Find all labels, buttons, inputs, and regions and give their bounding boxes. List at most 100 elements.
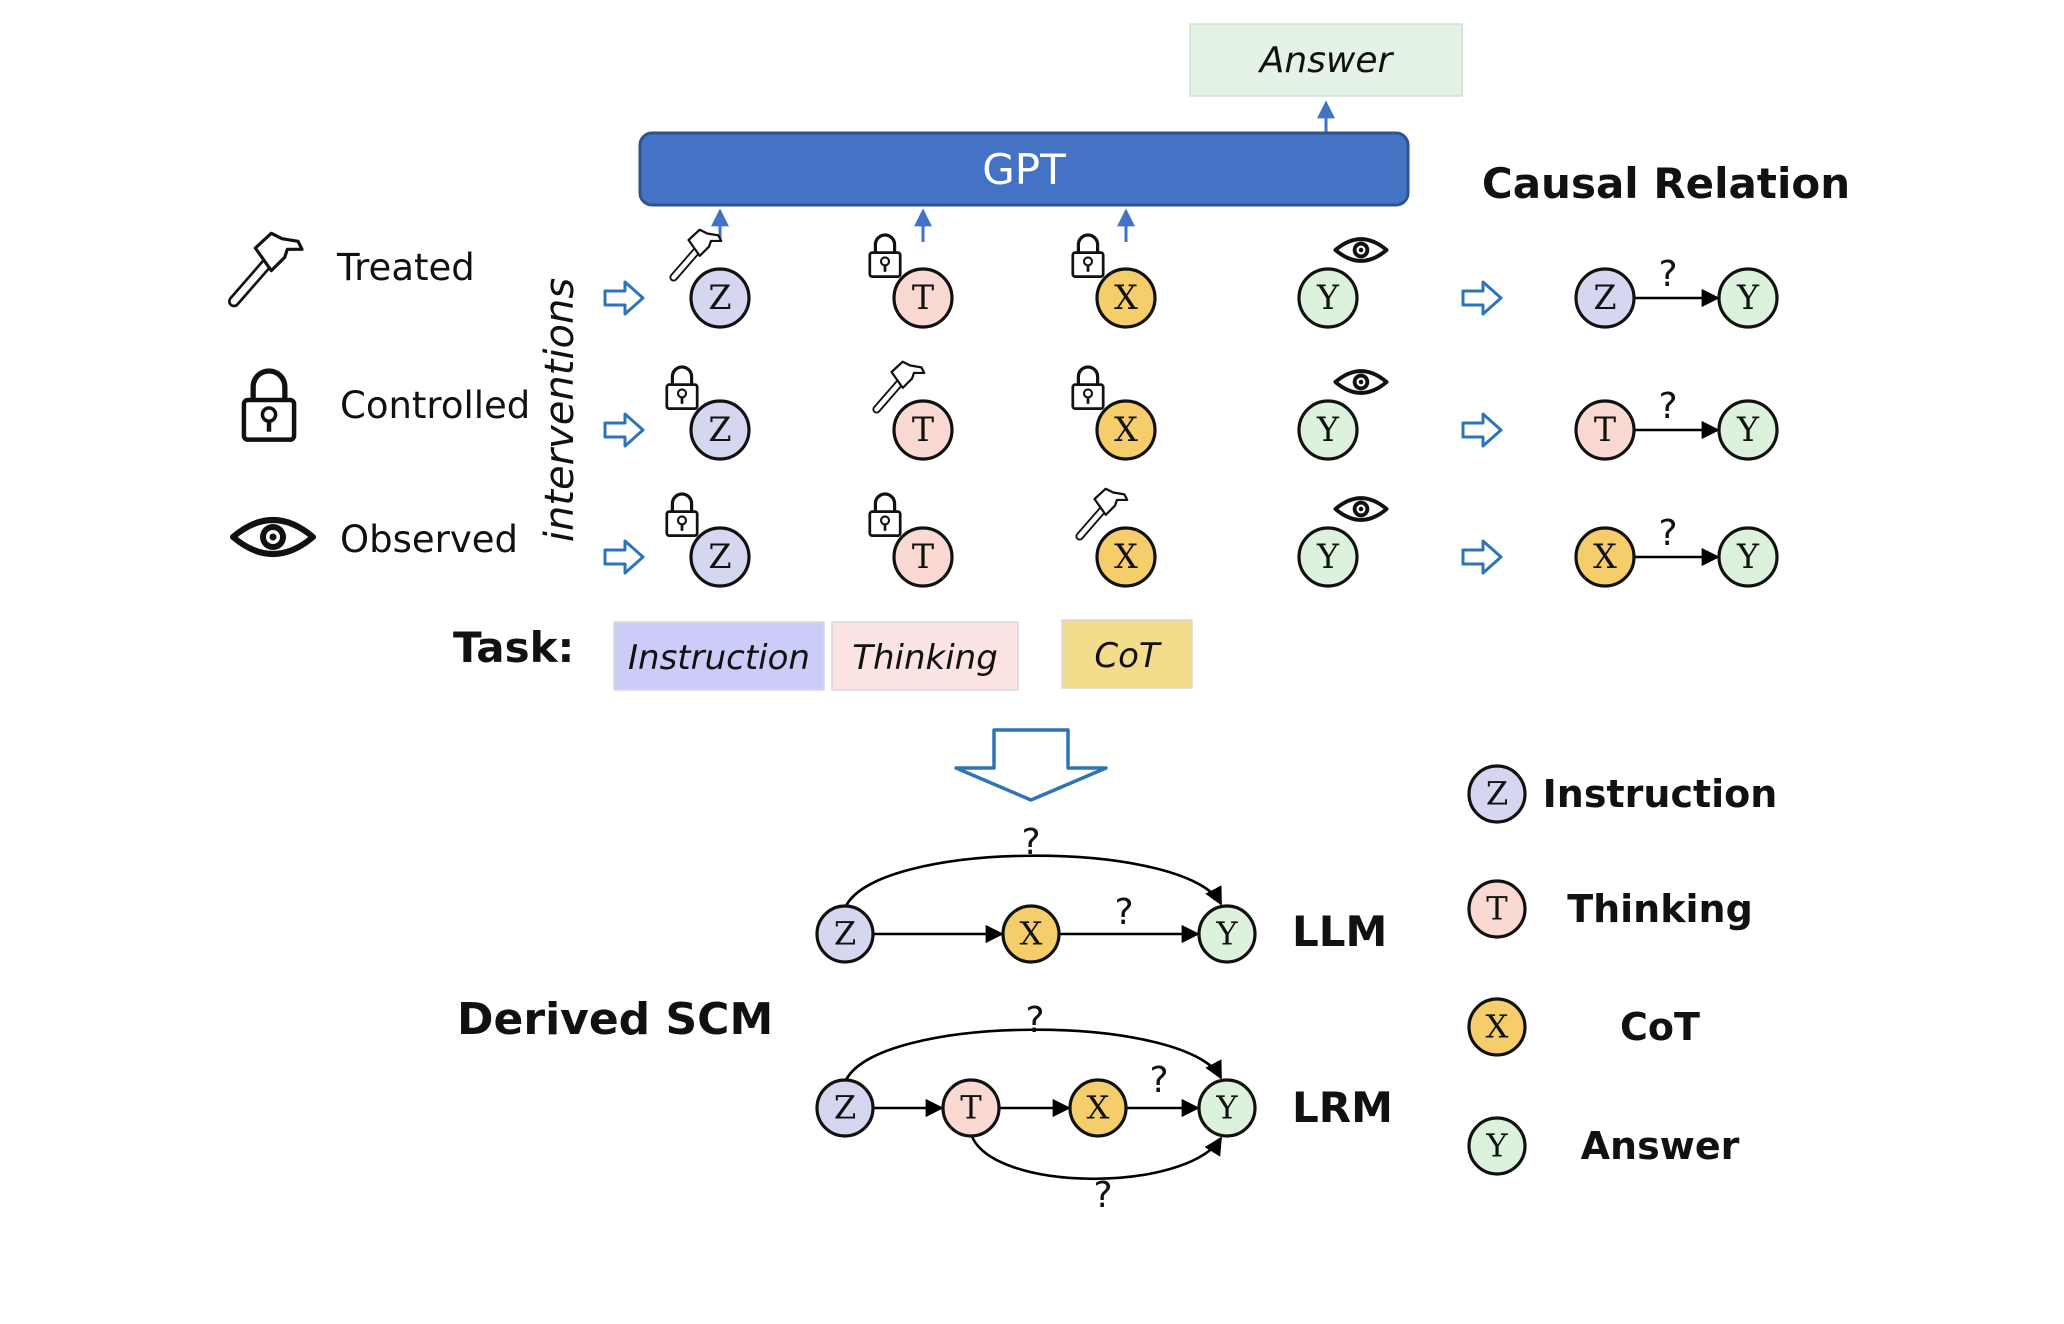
lrm-node-z-letter: Z — [834, 1089, 856, 1127]
legend-observed-label: Observed — [340, 518, 518, 561]
task-label: Task: — [453, 623, 574, 672]
relation-node-t-letter: T — [1594, 410, 1616, 449]
relation-node-x-circle — [1574, 526, 1636, 588]
legend-controlled-label: Controlled — [340, 384, 530, 427]
legend-node-y-circle — [1467, 1116, 1527, 1176]
llm-node-y-circle — [1197, 904, 1257, 964]
matrix-node-z-row-3: Z — [689, 526, 751, 588]
row-1-input-arrow — [603, 280, 645, 316]
lrm-node-y-letter: Y — [1215, 1089, 1238, 1127]
relation-question-mark: ? — [1658, 254, 1677, 295]
lock-icon — [868, 233, 902, 279]
task-box-label: Thinking — [852, 638, 998, 678]
matrix-node-x-row-1-circle — [1095, 267, 1157, 329]
legend-node-y-letter: Y — [1485, 1127, 1508, 1165]
relation-node-t-circle — [1574, 399, 1636, 461]
matrix-node-t-row-2: T — [892, 399, 954, 461]
matrix-node-y-row-1-circle — [1297, 267, 1359, 329]
llm-node-x-letter: X — [1020, 915, 1043, 953]
row-1-relation-arrow — [1461, 280, 1503, 316]
matrix-node-y-row-2: Y — [1297, 399, 1359, 461]
matrix-node-x-row-1-letter: X — [1114, 278, 1138, 317]
relation-node-y-row-3-letter: Y — [1736, 537, 1760, 576]
row-2-input-arrow — [603, 412, 645, 448]
matrix-node-x-row-2: X — [1095, 399, 1157, 461]
llm-node-z: Z — [815, 904, 875, 964]
llm-node-z-letter: Z — [834, 915, 856, 953]
lrm-node-z: Z — [815, 1078, 875, 1138]
llm-node-z-circle — [815, 904, 875, 964]
lrm-question-mark: ? — [1093, 1175, 1112, 1216]
derive-down-arrow — [954, 728, 1108, 802]
matrix-node-z-row-2-circle — [689, 399, 751, 461]
matrix-node-y-row-3-letter: Y — [1316, 537, 1340, 576]
llm-question-mark: ? — [1021, 822, 1040, 863]
matrix-node-x-row-1: X — [1095, 267, 1157, 329]
matrix-node-t-row-3: T — [892, 526, 954, 588]
legend-node-t: T — [1467, 879, 1527, 939]
matrix-node-x-row-2-circle — [1095, 399, 1157, 461]
matrix-node-y-row-3: Y — [1297, 526, 1359, 588]
matrix-node-t-row-2-letter: T — [912, 410, 934, 449]
llm-question-mark: ? — [1114, 892, 1133, 933]
lock-icon — [244, 371, 294, 440]
matrix-node-y-row-2-circle — [1297, 399, 1359, 461]
relation-node-x-letter: X — [1593, 537, 1617, 576]
lrm-edge-z-y — [843, 1028, 1223, 1083]
task-box-label: CoT — [1094, 636, 1162, 676]
relation-node-z-circle — [1574, 267, 1636, 329]
matrix-node-z-row-2: Z — [689, 399, 751, 461]
relation-node-y-row-2-letter: Y — [1736, 410, 1760, 449]
legend-node-x: X — [1467, 997, 1527, 1057]
relation-node-z-letter: Z — [1593, 278, 1616, 317]
llm-node-x-circle — [1001, 904, 1061, 964]
task-box-cot — [1061, 619, 1193, 689]
llm-node-y-letter: Y — [1215, 915, 1238, 953]
matrix-node-y-row-3-circle — [1297, 526, 1359, 588]
lrm-question-mark: ? — [1025, 1000, 1044, 1041]
relation-node-y-row-2: Y — [1717, 399, 1779, 461]
matrix-node-x-row-2-letter: X — [1114, 410, 1138, 449]
legend-node-z: Z — [1467, 764, 1527, 824]
legend-node-y: Y — [1467, 1116, 1527, 1176]
lrm-question-mark: ? — [1149, 1060, 1168, 1101]
matrix-node-y-row-1: Y — [1297, 267, 1359, 329]
legend-label-cot: CoT — [1620, 1005, 1700, 1049]
row-3-input-arrow — [603, 539, 645, 575]
matrix-node-y-row-2-letter: Y — [1316, 410, 1340, 449]
lrm-node-y: Y — [1197, 1078, 1257, 1138]
relation-node-y-row-2-circle — [1717, 399, 1779, 461]
causal-relation-title: Causal Relation — [1482, 159, 1850, 208]
legend-node-z-circle — [1467, 764, 1527, 824]
matrix-node-z-row-3-letter: Z — [708, 537, 731, 576]
gpt-bar — [638, 131, 1410, 207]
derived-scm-label: Derived SCM — [457, 994, 773, 1045]
matrix-node-y-row-1-letter: Y — [1316, 278, 1340, 317]
matrix-node-x-row-3-letter: X — [1114, 537, 1138, 576]
matrix-node-x-row-3: X — [1095, 526, 1157, 588]
legend-treated-label: Treated — [336, 246, 475, 289]
legend-label-thinking: Thinking — [1567, 887, 1753, 931]
legend-label-answer: Answer — [1581, 1124, 1740, 1168]
lrm-node-x: X — [1068, 1078, 1128, 1138]
matrix-node-z-row-3-circle — [689, 526, 751, 588]
matrix-node-x-row-3-circle — [1095, 526, 1157, 588]
lrm-node-x-circle — [1068, 1078, 1128, 1138]
relation-node-y-row-1-letter: Y — [1736, 278, 1760, 317]
lrm-node-t-circle — [941, 1078, 1001, 1138]
llm-node-x: X — [1001, 904, 1061, 964]
relation-node-y-row-1: Y — [1717, 267, 1779, 329]
legend-node-x-circle — [1467, 997, 1527, 1057]
llm-label: LLM — [1292, 907, 1387, 956]
lock-icon — [868, 492, 902, 538]
lrm-node-x-letter: X — [1087, 1089, 1110, 1127]
legend-label-instruction: Instruction — [1543, 772, 1778, 816]
legend-node-z-letter: Z — [1486, 775, 1508, 813]
